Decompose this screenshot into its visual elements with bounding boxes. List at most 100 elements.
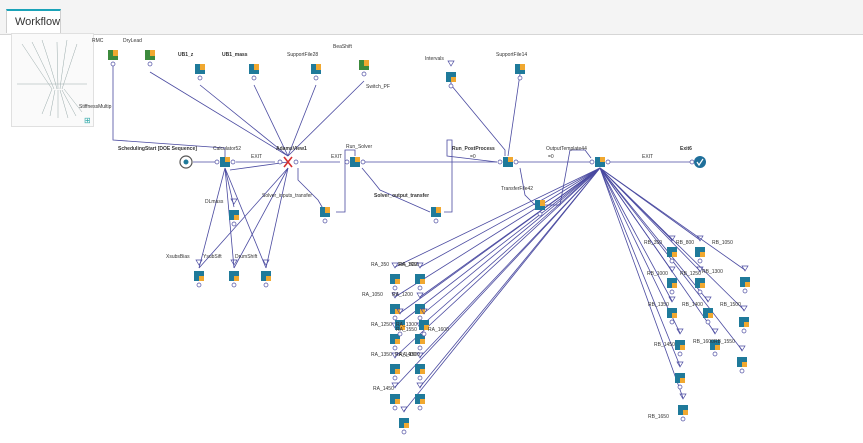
param-node-ra-1600[interactable]	[419, 308, 429, 337]
label-supportfile14: SupportFile14	[496, 52, 527, 58]
param-node-rb-1250[interactable]	[667, 296, 677, 325]
edge-label-exit-1: EXIT	[251, 154, 262, 160]
label-intervals: Intervals	[425, 56, 444, 62]
param-node-rb-1650[interactable]	[678, 393, 688, 422]
minimap-thumbnail	[17, 39, 87, 119]
param-node-rb-1050[interactable]	[695, 266, 705, 295]
param-node-rb-1350[interactable]	[675, 328, 685, 357]
label-ysubsift: YsubSift	[203, 254, 222, 260]
label-ra-1650: RA_1650	[398, 262, 419, 268]
node-exit6[interactable]	[689, 156, 706, 168]
label-beashift: BeaShift	[333, 44, 353, 50]
label-scheduling-start: SchedulingStart [DOE Sequence]	[118, 146, 197, 152]
edge-label-eq-zero-2: =0	[548, 154, 554, 160]
label-transferfile42: TransferFile42	[501, 186, 533, 192]
label-ra-800: RA_800	[399, 262, 417, 268]
file-node-transferfile42[interactable]	[535, 200, 545, 217]
param-node-ra-1050[interactable]	[390, 292, 400, 321]
param-node-intervals[interactable]	[446, 60, 456, 89]
label-rb-1500: RB_1500	[720, 302, 741, 308]
node-calculator52[interactable]	[214, 157, 236, 167]
label-adamsview1: AdamsView1	[276, 146, 307, 152]
tab-workflow[interactable]: Workflow	[6, 9, 61, 33]
label-rb-1050: RB_1050	[712, 240, 733, 246]
label-rb-1300: RB_1300	[702, 269, 723, 275]
label-supportfile28: SupportFile28	[287, 52, 318, 58]
label-ra-1200: RA_1200	[392, 292, 413, 298]
label-rb-1250: RB_1250	[680, 271, 701, 277]
label-outputtemplate44: OutputTemplate44	[546, 146, 587, 152]
param-node-ra-1400[interactable]	[415, 352, 425, 381]
label-ra-1450: RA_1450	[373, 386, 394, 392]
param-node-rb-800[interactable]	[695, 235, 705, 264]
label-ra-1600: RA_1600	[428, 327, 449, 333]
node-run-solver[interactable]	[344, 157, 366, 167]
file-node-beashift[interactable]	[359, 60, 369, 77]
param-node-dlmass[interactable]	[229, 198, 239, 227]
param-node-ra-1350[interactable]	[390, 352, 400, 381]
param-node-rb-1000[interactable]	[667, 266, 677, 295]
param-node-rb-1450[interactable]	[675, 361, 685, 390]
file-node-supportfile14[interactable]	[515, 64, 525, 81]
label-ra-1550: RA_1550	[396, 327, 417, 333]
param-node-rb-350[interactable]	[667, 235, 677, 264]
label-rb-1400: RB_1400	[682, 302, 703, 308]
param-node-xsubsbias[interactable]	[194, 259, 204, 288]
param-node-rb-1550[interactable]	[739, 305, 749, 334]
file-node-ub1-mass[interactable]	[249, 64, 259, 81]
file-node-solver-output-transfer[interactable]	[431, 207, 441, 224]
minimap-zoom-icon[interactable]: ⊞	[84, 116, 91, 125]
param-node-ra-1200[interactable]	[415, 292, 425, 321]
label-ub1-mass: UB1_mass	[222, 52, 248, 58]
label-ra-1500: RA_1500	[399, 352, 420, 358]
file-node-solver-inputs-transfer[interactable]	[320, 207, 330, 224]
param-node-rb-1400[interactable]	[710, 328, 720, 357]
workflow-minimap[interactable]: ⊞	[11, 33, 94, 127]
param-node-ra-1500[interactable]	[415, 382, 425, 411]
label-calculator52: Calculator52	[213, 146, 241, 152]
param-node-ra-1550[interactable]	[395, 308, 405, 337]
param-node-rb-1600[interactable]	[740, 265, 750, 294]
param-node-ra-800[interactable]	[415, 262, 425, 291]
label-drumshift: DrumShift	[235, 254, 258, 260]
node-outputtemplate44[interactable]	[589, 157, 611, 167]
label-ra-1400: RA_1400	[395, 352, 416, 358]
edge-label-exit-3: EXIT	[642, 154, 653, 160]
label-switch-pf: Switch_PF	[366, 84, 390, 90]
label-rb-1000: RB_1000	[647, 271, 668, 277]
file-node-supportfile28[interactable]	[311, 64, 321, 81]
label-rb-1650: RB_1650	[648, 414, 669, 420]
param-node-drumshift[interactable]	[261, 259, 271, 288]
param-node-rb-1500[interactable]	[737, 345, 747, 374]
label-exit6: Exit6	[680, 146, 692, 152]
label-ub1-z: UB1_z	[178, 52, 194, 58]
nodes	[108, 50, 750, 435]
param-node-rb-1300[interactable]	[703, 296, 713, 325]
label-rb-350: RB_350	[644, 240, 662, 246]
edge-label-eq-zero-1: =0	[470, 154, 476, 160]
label-solver-inputs: Solver_inputs_transfer	[262, 193, 312, 199]
label-solver-output: Solver_output_transfer	[374, 193, 429, 199]
label-rmc: RMC	[92, 38, 104, 44]
file-node-ub1-z[interactable]	[195, 64, 205, 81]
node-adamsview1[interactable]	[277, 156, 299, 168]
label-stiffnessmultip: StiffnessMultip	[79, 104, 112, 110]
connections	[112, 66, 746, 412]
top-bar: Workflow	[0, 0, 863, 35]
param-node-ra-350[interactable]	[390, 262, 400, 291]
param-node-ra-1450[interactable]	[390, 382, 400, 411]
file-node-rmc[interactable]	[108, 50, 118, 67]
label-xsubsbias: XsubsBias	[166, 254, 190, 260]
label-rb-1450: RB_1450	[654, 342, 675, 348]
param-node-ra-1650[interactable]	[399, 406, 409, 435]
label-rb-1550: RB_1550	[714, 339, 735, 345]
node-run-postprocess[interactable]	[497, 157, 519, 167]
label-ra-1050: RA_1050	[362, 292, 383, 298]
file-node-drylead[interactable]	[145, 50, 155, 67]
node-scheduling-start[interactable]	[179, 155, 193, 169]
label-rb-1600: RB_1600	[693, 339, 714, 345]
label-ra-1250: RA_1250	[371, 322, 392, 328]
label-run-postprocess: Run_PostProcess	[452, 146, 495, 152]
param-node-ysubsift[interactable]	[229, 259, 239, 288]
